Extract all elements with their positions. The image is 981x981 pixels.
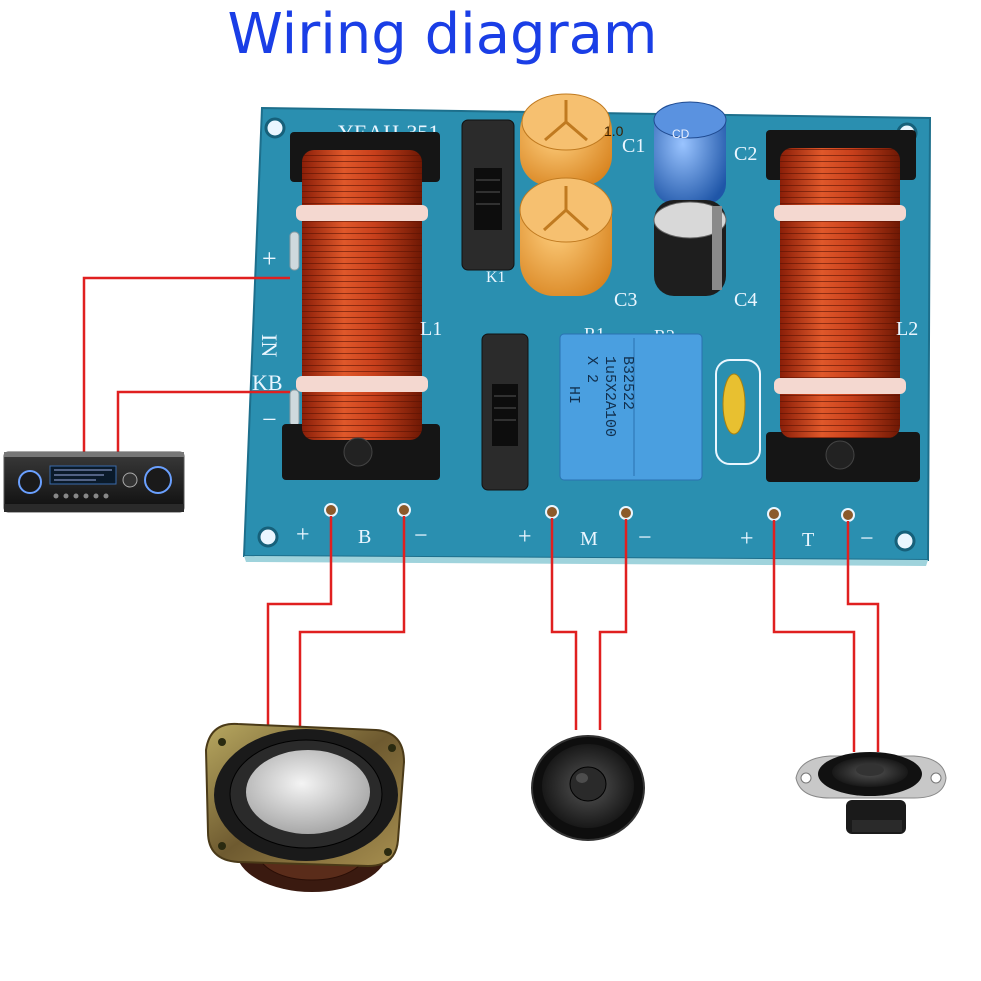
bass-plus-label: + — [296, 522, 310, 548]
mid-label: M — [580, 528, 598, 550]
amplifier-icon — [3, 451, 185, 513]
diagram-title: Wiring diagram — [227, 2, 658, 67]
mid-plus-label: + — [518, 524, 532, 550]
svg-text:CD: CD — [672, 127, 690, 141]
svg-text:1.0: 1.0 — [604, 123, 624, 139]
mounting-hole-icon — [257, 526, 279, 548]
label-c3: C3 — [614, 289, 637, 311]
bass-label: B — [358, 526, 371, 548]
cable-tie — [296, 376, 428, 392]
input-label: IN — [257, 334, 282, 357]
cable-tie — [774, 378, 906, 394]
switch-k2 — [481, 333, 529, 491]
pad-bass-plus — [324, 503, 338, 517]
input-plus-pad — [289, 231, 300, 271]
pad-treble-plus — [767, 507, 781, 521]
speaker-cone — [246, 750, 370, 834]
bass-minus-label: − — [414, 523, 428, 549]
mounting-hole-icon — [894, 530, 916, 552]
film-capacitor: B32522 1u5X2A100 X 2 HI — [559, 333, 703, 481]
input-plus-sign: + — [262, 244, 277, 273]
woofer-speaker-icon — [204, 722, 406, 892]
wire-bass-minus — [298, 516, 406, 728]
label-c4: C4 — [734, 289, 757, 311]
pad-mid-minus — [619, 506, 633, 520]
wiring — [82, 276, 880, 752]
film-cap-rating: 1u5X2A100 — [601, 356, 618, 437]
input-minus-pad — [289, 389, 300, 427]
small-capacitor — [715, 359, 761, 465]
wire-bass-plus — [266, 516, 333, 728]
pad-bass-minus — [397, 503, 411, 517]
midrange-speaker-icon — [531, 735, 645, 841]
dust-cap — [569, 766, 607, 802]
film-cap-count: X 2 — [583, 356, 600, 383]
label-c1: C1 — [622, 135, 645, 157]
pad-mid-plus — [545, 505, 559, 519]
cable-tie — [774, 205, 906, 221]
label-c2: C2 — [734, 143, 757, 165]
treble-minus-label: − — [860, 526, 874, 552]
cable-tie — [296, 205, 428, 221]
input-minus-sign: − — [262, 405, 277, 434]
treble-label: T — [802, 529, 814, 551]
mounting-hole-icon — [264, 117, 286, 139]
inductor-l2: L2 — [766, 130, 920, 482]
crossover-board: YEAH-351 + IN KB − L1 L2 — [242, 93, 932, 566]
wire-treble-plus — [772, 520, 856, 752]
wire-mid-minus — [598, 519, 628, 730]
label-l1: L1 — [420, 318, 442, 340]
film-cap-mark: HI — [565, 386, 582, 404]
pad-treble-minus — [841, 508, 855, 522]
tweeter-speaker-icon — [795, 752, 947, 834]
volume-knob-icon — [18, 470, 42, 494]
volume-knob-icon — [144, 466, 172, 494]
capacitor-c2: CD C2 — [653, 101, 757, 204]
treble-plus-label: + — [740, 526, 754, 552]
film-cap-code: B32522 — [619, 356, 636, 410]
wire-input-plus — [82, 276, 290, 452]
label-l2: L2 — [896, 318, 918, 340]
capacitor-c1: 1.0 C1 — [520, 93, 645, 186]
switch-k1: K1 — [461, 119, 515, 286]
label-k1: K1 — [486, 269, 506, 286]
mid-minus-label: − — [638, 525, 652, 551]
wire-input-minus — [116, 390, 290, 452]
capacitor-c4: C4 — [653, 200, 757, 311]
pcb-edge — [244, 556, 928, 566]
capacitor-c3: C3 — [519, 177, 637, 311]
output-terminals: + B − + M − + T − — [296, 503, 874, 552]
wire-mid-plus — [550, 518, 578, 730]
inductor-l1: L1 — [282, 132, 442, 480]
wire-treble-minus — [846, 521, 880, 752]
